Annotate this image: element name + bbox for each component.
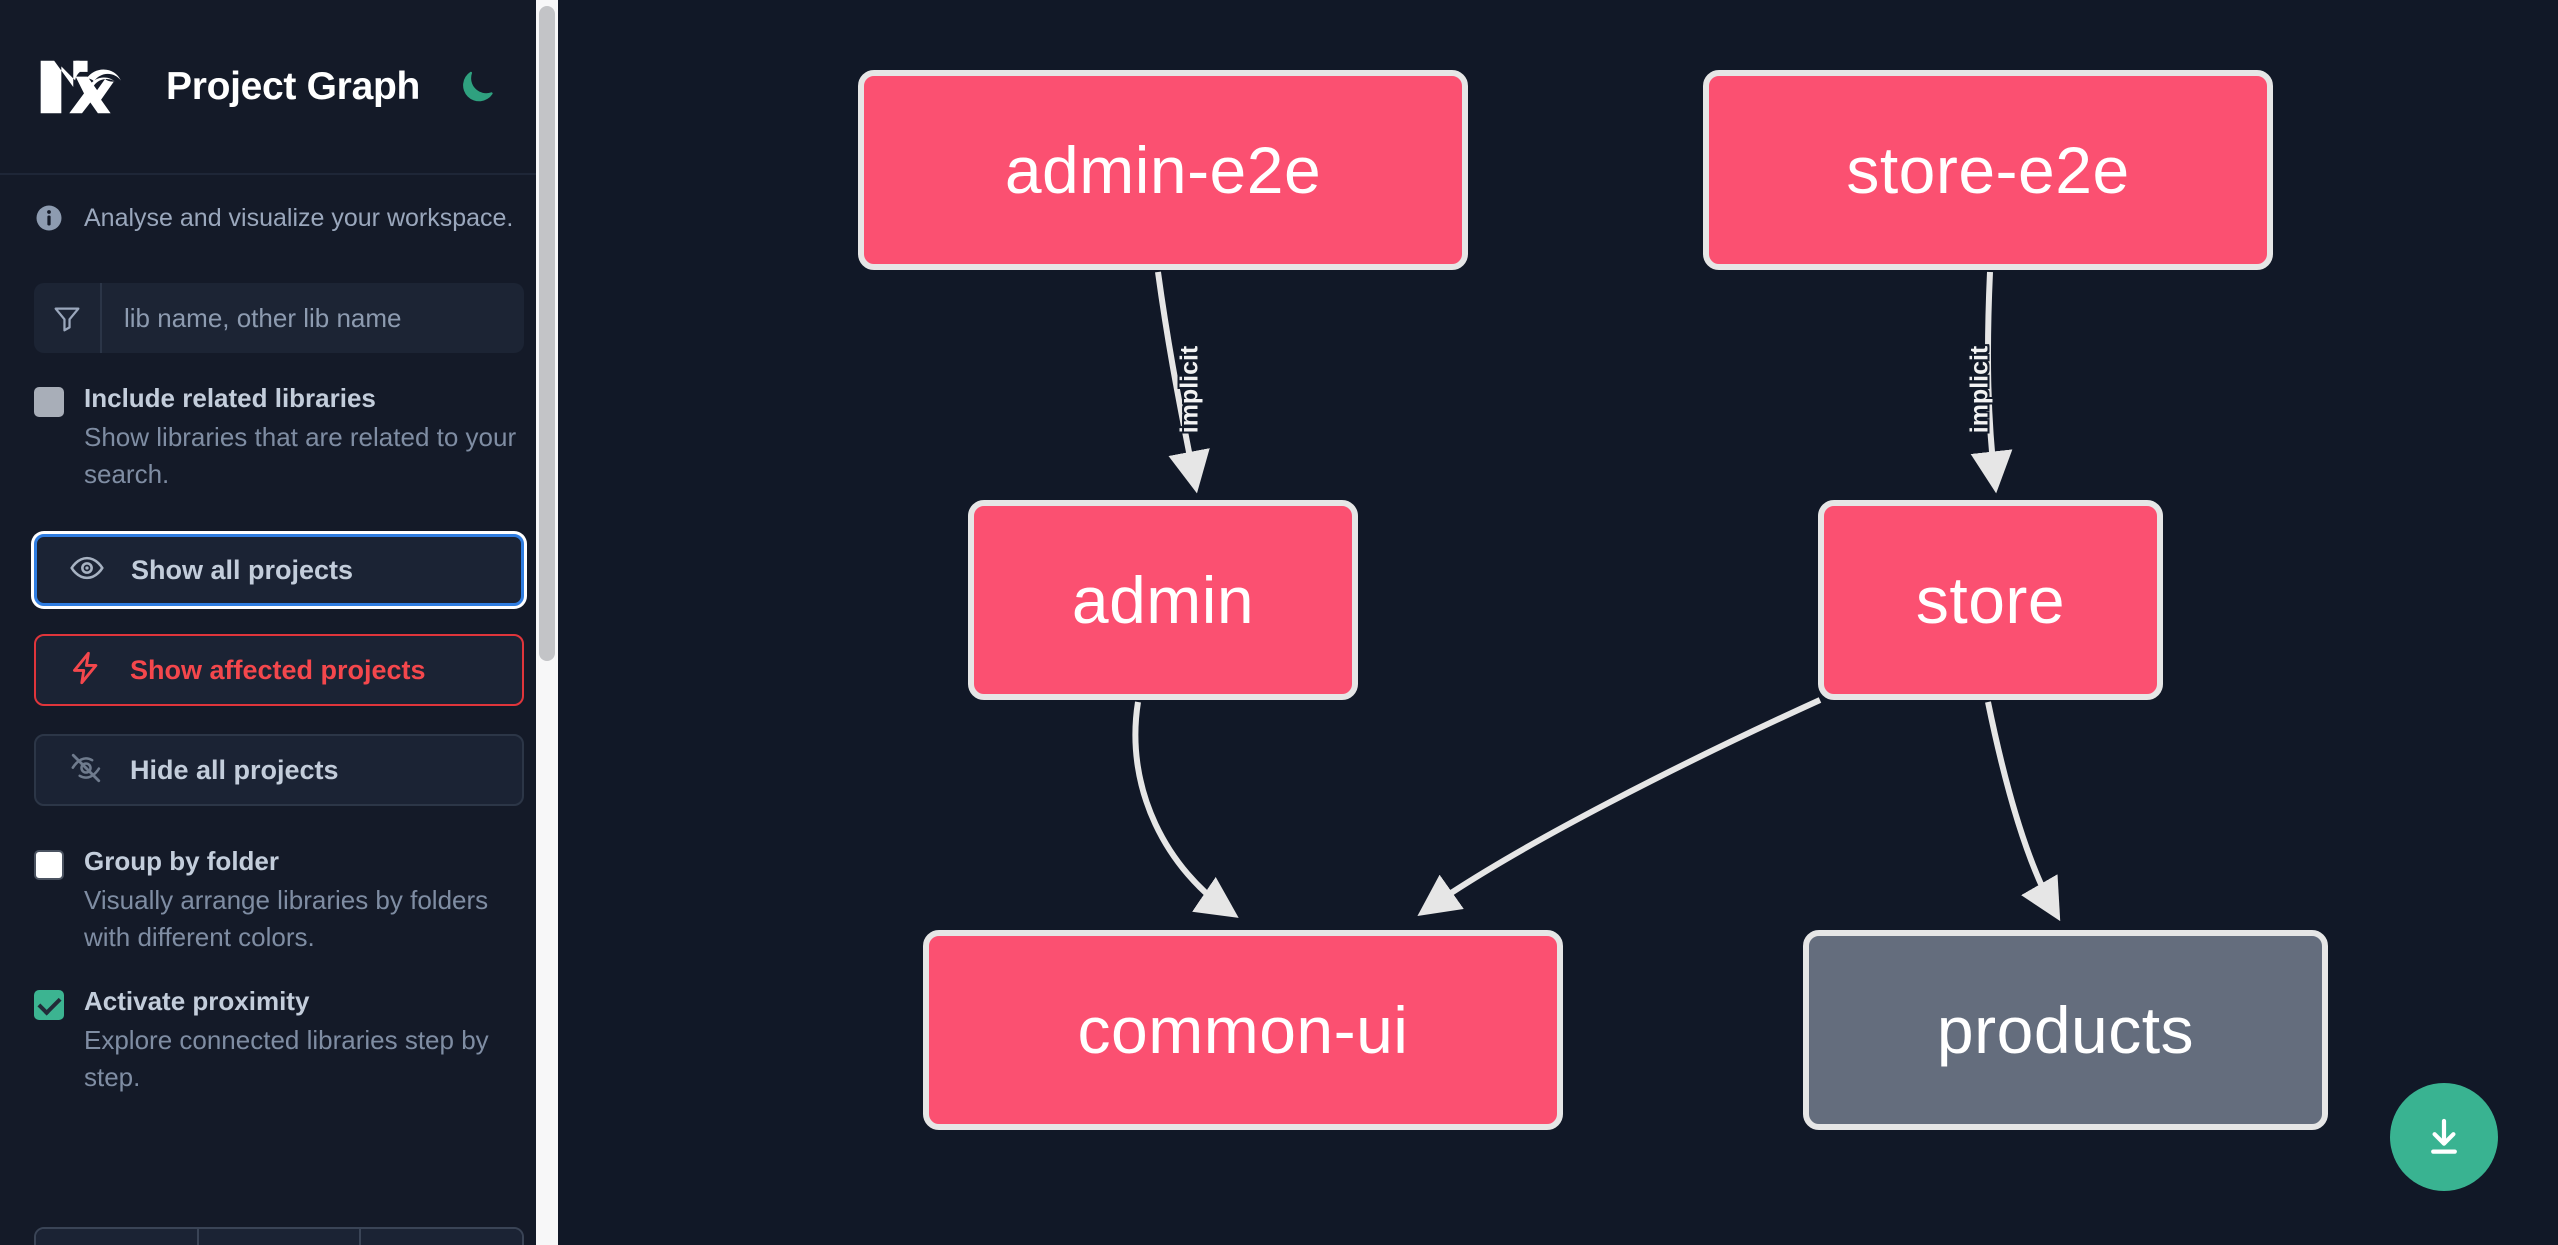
graph-edges (1132, 271, 2061, 922)
sidebar-tagline: Analyse and visualize your workspace. (0, 175, 558, 255)
option-group-by-folder[interactable]: Group by folder Visually arrange librari… (0, 846, 558, 955)
show-affected-projects-button[interactable]: Show affected projects (34, 634, 524, 707)
edge-admin-to-common-ui (1132, 701, 1239, 918)
option-include-related-libraries[interactable]: Include related libraries Show libraries… (0, 383, 558, 492)
proximity-step-value (198, 1229, 362, 1245)
proximity-step-increase[interactable] (361, 1229, 522, 1245)
show-affected-projects-label: Show affected projects (130, 654, 426, 685)
moon-icon[interactable] (456, 66, 498, 108)
page-title: Project Graph (166, 64, 420, 108)
eye-icon (69, 550, 105, 591)
graph-node-label: store (1915, 563, 2066, 637)
include-related-libraries-checkbox[interactable] (34, 387, 64, 417)
option-label: Activate proximity (84, 985, 310, 1016)
hide-all-projects-label: Hide all projects (130, 754, 339, 785)
hide-all-projects-button[interactable]: Hide all projects (34, 734, 524, 807)
graph-node-store[interactable]: store (1818, 500, 2163, 700)
nx-logo-icon (34, 56, 130, 118)
sidebar-scrollbar-thumb[interactable] (539, 6, 555, 661)
info-icon (34, 203, 64, 233)
project-visibility-buttons: Show all projects Show affected projects (0, 534, 558, 807)
download-image-button[interactable] (2390, 1083, 2498, 1191)
graph-node-store-e2e[interactable]: store-e2e (1703, 70, 2273, 270)
sidebar-tagline-text: Analyse and visualize your workspace. (84, 203, 514, 232)
search-input[interactable] (102, 283, 524, 353)
edge-store-to-products (1985, 701, 2061, 922)
option-description: Explore connected libraries step by step… (84, 1024, 489, 1092)
edge-store-e2e-to-store (1970, 271, 2013, 494)
show-all-projects-label: Show all projects (131, 554, 354, 585)
proximity-step-control[interactable] (34, 1227, 524, 1245)
show-all-projects-button[interactable]: Show all projects (34, 534, 524, 607)
sidebar-scrollbar[interactable] (536, 0, 558, 1245)
graph-node-label: products (1936, 993, 2195, 1067)
group-by-folder-checkbox[interactable] (34, 850, 64, 881)
option-description: Show libraries that are related to your … (84, 421, 517, 489)
filter-field[interactable] (34, 283, 524, 353)
graph-node-label: admin-e2e (1004, 133, 1322, 207)
option-label: Include related libraries (84, 383, 376, 413)
lightning-icon (68, 650, 104, 691)
option-description: Visually arrange libraries by folders wi… (84, 885, 489, 953)
eye-off-icon (68, 750, 104, 791)
graph-node-label: common-ui (1077, 993, 1409, 1067)
graph-node-label: store-e2e (1846, 133, 2130, 207)
graph-node-products[interactable]: products (1803, 930, 2328, 1130)
edge-admin-e2e-to-admin (1155, 271, 1210, 494)
graph-node-admin[interactable]: admin (968, 500, 1358, 700)
proximity-step-decrease[interactable] (36, 1229, 199, 1245)
option-label: Group by folder (84, 846, 279, 877)
graph-node-common-ui[interactable]: common-ui (923, 930, 1563, 1130)
option-activate-proximity[interactable]: Activate proximity Explore connected lib… (0, 986, 558, 1095)
graph-canvas[interactable]: admin-e2e store-e2e admin store common-u… (558, 0, 2558, 1245)
graph-node-label: admin (1071, 563, 1255, 637)
funnel-icon (34, 283, 102, 353)
sidebar: Project Graph Analyse and visualize your… (0, 0, 558, 1245)
activate-proximity-checkbox[interactable] (34, 989, 64, 1020)
sidebar-header: Project Graph (0, 0, 558, 175)
edge-store-to-common-ui (1417, 697, 1822, 917)
graph-node-admin-e2e[interactable]: admin-e2e (858, 70, 1468, 270)
